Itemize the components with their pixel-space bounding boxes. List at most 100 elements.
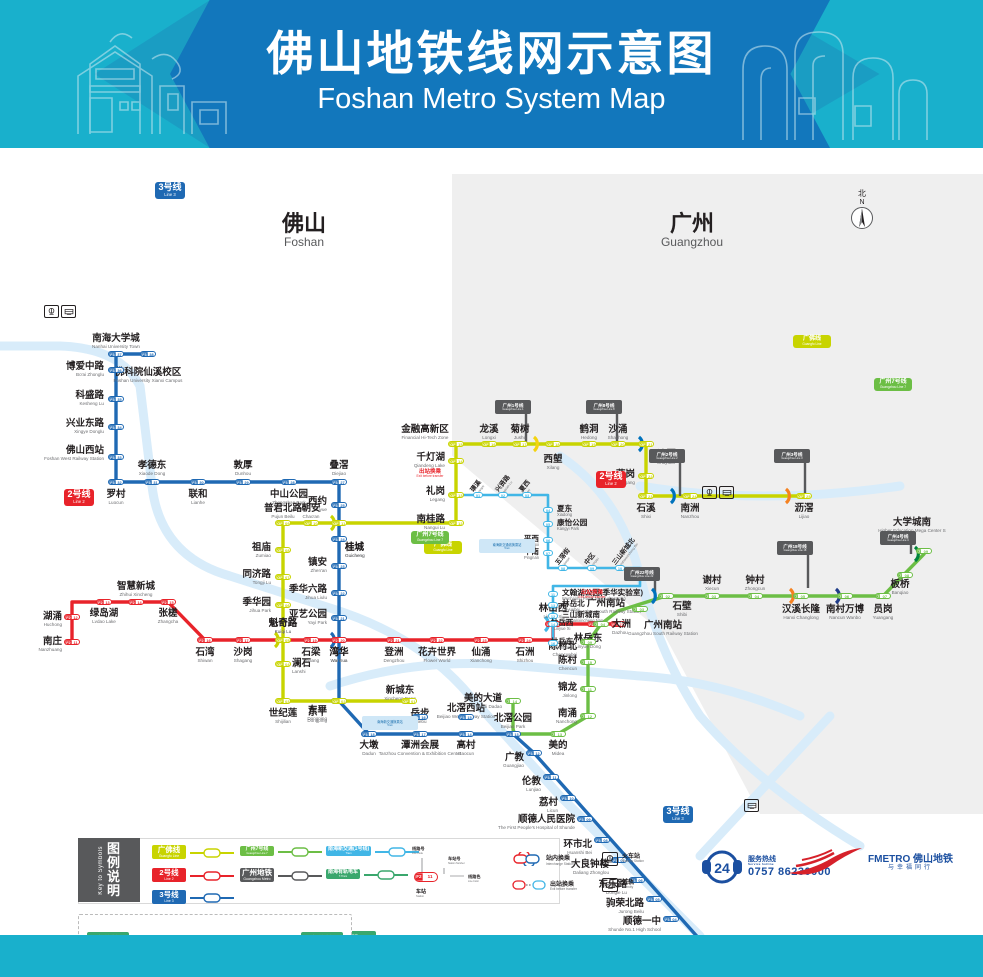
- station-code-marker[interactable]: 01: [473, 491, 483, 499]
- station-code-marker[interactable]: 16: [548, 639, 558, 647]
- station-code-marker[interactable]: 09: [587, 564, 597, 572]
- station-code-marker[interactable]: 14: [548, 620, 558, 628]
- station-code-marker[interactable]: 05: [543, 520, 553, 528]
- station-code-marker[interactable]: 08: [558, 564, 568, 572]
- station-code-marker[interactable]: 02: [498, 491, 508, 499]
- station-code-marker[interactable]: 04: [543, 506, 553, 514]
- station-code-marker[interactable]: 13: [548, 601, 558, 609]
- station-code-marker[interactable]: 03: [522, 491, 532, 499]
- legend-line-item[interactable]: 南海新交通(1号线)Tram: [326, 845, 420, 857]
- station-code-marker[interactable]: 11: [548, 590, 558, 598]
- station-code-marker[interactable]: 06: [543, 536, 553, 544]
- station-code-marker[interactable]: 07: [543, 549, 553, 557]
